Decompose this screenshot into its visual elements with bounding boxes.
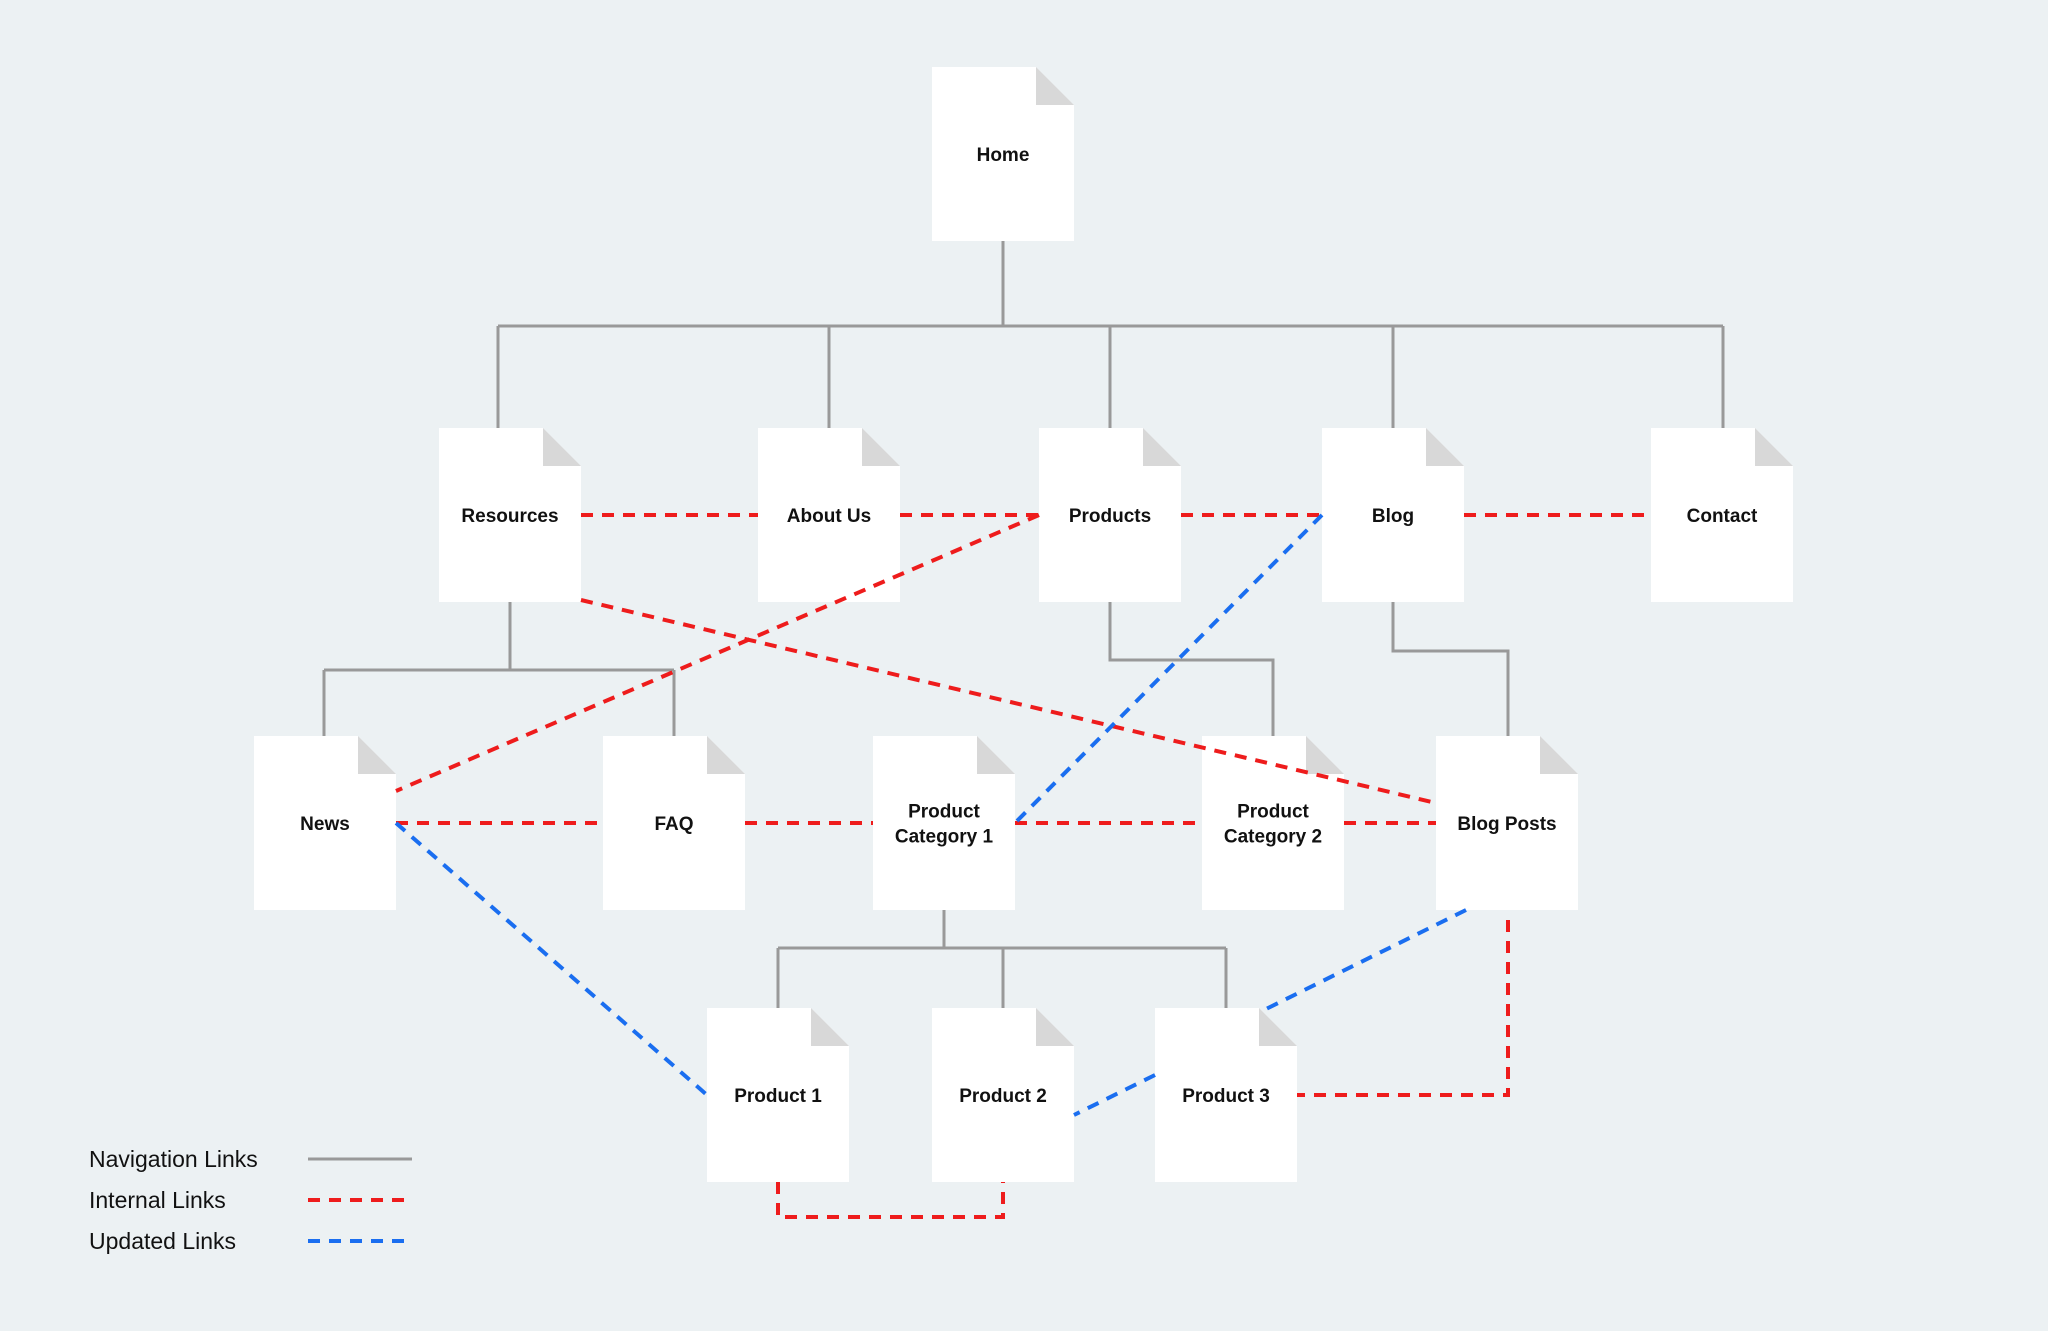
page-p3[interactable]: Product 3 [1155, 1008, 1297, 1182]
internal-link-products-news [395, 513, 1040, 793]
cross-links-layer [394, 513, 1651, 1219]
page-card [707, 1008, 849, 1182]
page-label: Product [1237, 802, 1309, 823]
page-blog[interactable]: Blog [1322, 428, 1464, 602]
page-card [1039, 428, 1181, 602]
page-fold-icon [1755, 428, 1793, 466]
page-card [1202, 736, 1344, 910]
page-card [603, 736, 745, 910]
updated-link-news-p1 [394, 821, 709, 1097]
legend-label: Updated Links [89, 1228, 236, 1254]
page-fold-icon [707, 736, 745, 774]
page-resources[interactable]: Resources [439, 428, 581, 602]
page-label: FAQ [654, 814, 693, 835]
page-fold-icon [862, 428, 900, 466]
page-home[interactable]: Home [932, 67, 1074, 241]
page-label: Product 1 [734, 1086, 822, 1107]
page-card [873, 736, 1015, 910]
page-p2[interactable]: Product 2 [932, 1008, 1074, 1182]
page-fold-icon [1036, 1008, 1074, 1046]
page-about[interactable]: About Us [758, 428, 900, 602]
legend-label: Internal Links [89, 1187, 226, 1213]
page-card [758, 428, 900, 602]
page-label: Category 2 [1224, 827, 1322, 848]
page-card [932, 67, 1074, 241]
page-card [1322, 428, 1464, 602]
page-label: Blog [1372, 506, 1414, 527]
page-label: About Us [787, 506, 871, 527]
page-label: Products [1069, 506, 1151, 527]
page-fold-icon [1143, 428, 1181, 466]
page-label: Home [977, 145, 1030, 166]
page-label: News [300, 814, 350, 835]
navigation-link-resources-down [322, 602, 676, 736]
page-fold-icon [543, 428, 581, 466]
page-p1[interactable]: Product 1 [707, 1008, 849, 1182]
updated-link-blog-pc1 [1013, 513, 1324, 825]
page-label: Category 1 [895, 827, 994, 848]
navigation-link-blog-down [1391, 602, 1510, 736]
page-fold-icon [811, 1008, 849, 1046]
page-fold-icon [1036, 67, 1074, 105]
updated-link-p3-p2 [1073, 1073, 1156, 1117]
page-products[interactable]: Products [1039, 428, 1181, 602]
page-fold-icon [1259, 1008, 1297, 1046]
page-card [932, 1008, 1074, 1182]
legend-label: Navigation Links [89, 1146, 258, 1172]
page-fold-icon [1306, 736, 1344, 774]
page-contact[interactable]: Contact [1651, 428, 1793, 602]
page-label: Resources [461, 506, 558, 527]
navigation-link-products-down [1108, 602, 1275, 736]
page-card [254, 736, 396, 910]
page-label: Blog Posts [1457, 814, 1556, 835]
legend-item-navigation: Navigation Links [89, 1146, 412, 1172]
page-label: Product [908, 802, 980, 823]
legend-item-internal: Internal Links [89, 1187, 412, 1213]
page-label: Contact [1687, 506, 1758, 527]
navigation-link-pc1-down [776, 910, 1228, 1008]
page-fold-icon [977, 736, 1015, 774]
page-label: Product 2 [959, 1086, 1047, 1107]
updated-link-blogposts-p3 [1259, 908, 1467, 1014]
page-fold-icon [358, 736, 396, 774]
navigation-links-layer [322, 241, 1725, 1008]
page-news[interactable]: News [254, 736, 396, 910]
page-blogposts[interactable]: Blog Posts [1436, 736, 1578, 910]
internal-link-blogposts-p3 [1297, 920, 1510, 1097]
page-label: Product 3 [1182, 1086, 1270, 1107]
page-card [1651, 428, 1793, 602]
page-card [439, 428, 581, 602]
internal-link-p1-p2 [776, 1182, 1005, 1219]
page-card [1436, 736, 1578, 910]
page-fold-icon [1426, 428, 1464, 466]
page-fold-icon [1540, 736, 1578, 774]
page-faq[interactable]: FAQ [603, 736, 745, 910]
page-card [1155, 1008, 1297, 1182]
legend-item-updated: Updated Links [89, 1228, 412, 1254]
